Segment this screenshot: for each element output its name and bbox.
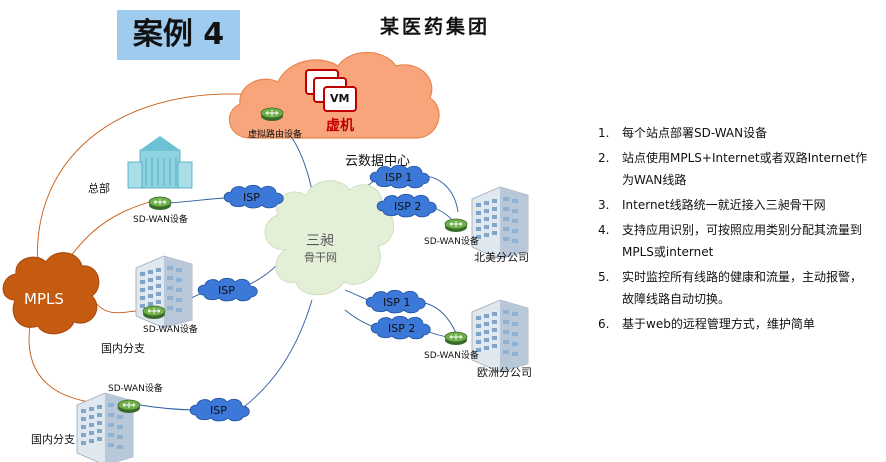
feature-num: 1.: [598, 126, 610, 140]
mpls-label: MPLS: [24, 290, 64, 308]
isp-label-hq: ISP: [243, 191, 260, 204]
hq-label: 总部: [88, 182, 110, 195]
hq-sdwan-label: SD-WAN设备: [133, 215, 188, 225]
feature-list: 1. 每个站点部署SD-WAN设备 2. 站点使用MPLS+Internet或者双路…: [598, 122, 868, 338]
feature-item: 2. 站点使用MPLS+Internet或者双路Internet作为WAN线路: [598, 147, 868, 191]
isp1-label-europe: ISP 1: [383, 296, 411, 309]
isp2-label-north-america: ISP 2: [394, 200, 422, 213]
feature-item: 5. 实时监控所有线路的健康和流量，主动报警，故障线路自动切换。: [598, 266, 868, 310]
feature-item: 3. Internet线路统一就近接入三昶骨干网: [598, 194, 868, 216]
isp2-label-europe: ISP 2: [388, 322, 416, 335]
europe-sdwan-label: SD-WAN设备: [424, 351, 479, 361]
feature-num: 2.: [598, 151, 610, 165]
hq-router-icon: [148, 196, 172, 211]
feature-num: 6.: [598, 317, 610, 331]
feature-item: 1. 每个站点部署SD-WAN设备: [598, 122, 868, 144]
feature-text: 支持应用识别，可按照应用类别分配其流量到MPLS或internet: [622, 223, 863, 259]
cloud-dc-label: 云数据中心: [345, 154, 411, 169]
north-america-router-icon: [444, 218, 468, 233]
vm-stack: [305, 69, 357, 112]
feature-num: 4.: [598, 223, 610, 237]
case-label: 案例 4: [117, 10, 240, 60]
domestic-1-sdwan-label: SD-WAN设备: [143, 325, 198, 335]
backbone-label-line1: 三昶: [306, 233, 334, 249]
feature-num: 3.: [598, 198, 610, 212]
vm-text: 虚机: [326, 118, 354, 134]
feature-text: 每个站点部署SD-WAN设备: [622, 126, 768, 140]
europe-label: 欧洲分公司: [477, 366, 532, 379]
north-america-sdwan-label: SD-WAN设备: [424, 237, 479, 247]
europe-router-icon: [444, 331, 468, 346]
virtual-router-icon: [260, 107, 284, 122]
vm-badge-label: VM: [330, 92, 350, 105]
feature-item: 6. 基于web的远程管理方式，维护简单: [598, 313, 868, 335]
mpls-links: [28, 93, 269, 406]
feature-text: 基于web的远程管理方式，维护简单: [622, 317, 815, 331]
domestic-router-2-icon: [117, 399, 141, 414]
domestic-building-1-icon: [135, 255, 193, 329]
feature-text: 实时监控所有线路的健康和流量，主动报警，故障线路自动切换。: [622, 270, 863, 306]
feature-text: 站点使用MPLS+Internet或者双路Internet作为WAN线路: [622, 151, 868, 187]
feature-item: 4. 支持应用识别，可按照应用类别分配其流量到MPLS或internet: [598, 219, 868, 263]
backbone-label-line2: 骨干网: [304, 251, 337, 264]
domestic-router-1-icon: [142, 305, 166, 320]
domestic-2-label: 国内分支: [31, 433, 75, 446]
page-title: 某医药集团: [380, 16, 491, 38]
europe-building-icon: [471, 299, 529, 373]
feature-num: 5.: [598, 270, 610, 284]
feature-text: Internet线路统一就近接入三昶骨干网: [622, 198, 826, 212]
virtual-router-label: 虚拟路由设备: [248, 130, 303, 140]
isp-label-domestic-2: ISP: [210, 404, 227, 417]
mpls-cloud-shape: [2, 252, 100, 335]
isp-label-domestic-1: ISP: [218, 284, 235, 297]
hq-building-icon: [127, 136, 193, 189]
domestic-1-label: 国内分支: [101, 342, 145, 355]
domestic-2-sdwan-label: SD-WAN设备: [108, 384, 163, 394]
north-america-label: 北美分公司: [474, 251, 529, 264]
isp1-label-north-america: ISP 1: [385, 171, 413, 184]
